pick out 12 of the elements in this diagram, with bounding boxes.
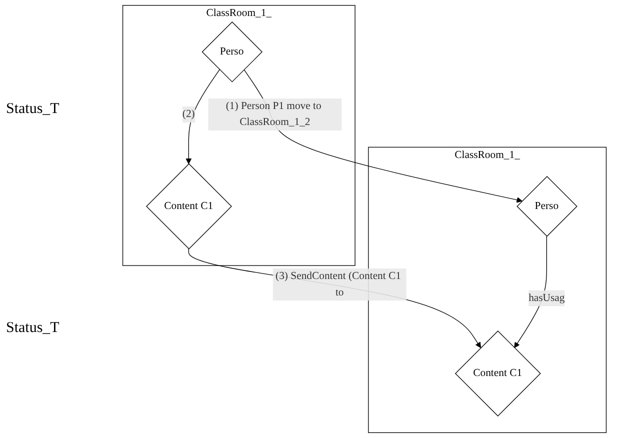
arrow (186, 69, 220, 164)
edge-label: (2) (182, 108, 195, 120)
arrow (244, 69, 522, 203)
state-label: Status_T (6, 101, 60, 118)
arrow (188, 248, 482, 348)
node-diamond: Content C1 (146, 163, 232, 250)
node-diamond: Perso (516, 176, 578, 237)
node-diamond: Perso (202, 22, 262, 82)
node-diamond: Content C1 (454, 330, 541, 416)
edge-label: (1) Person P1 move to ClassRoom_1_2 (226, 100, 322, 128)
state-label: Status_T (6, 320, 60, 337)
edge-label: hasUsag (528, 292, 565, 304)
